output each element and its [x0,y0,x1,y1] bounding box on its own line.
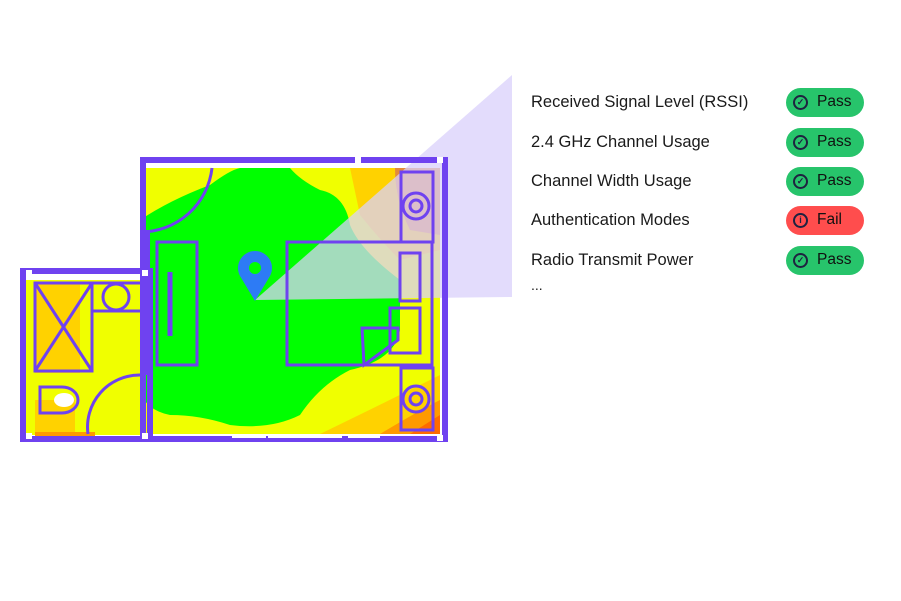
check-label: Authentication Modes [531,210,690,229]
check-label: Radio Transmit Power [531,250,694,269]
info-circle-icon: i [793,212,808,228]
check-circle-icon: ✓ [793,252,808,268]
check-label: 2.4 GHz Channel Usage [531,132,710,151]
check-row: 2.4 GHz Channel Usage ✓Pass [531,127,871,157]
access-point-pin-icon [238,251,272,301]
check-row: Channel Width Usage ✓Pass [531,166,871,196]
more-ellipsis: ... [531,277,543,293]
check-circle-icon: ✓ [793,94,808,110]
check-label: Channel Width Usage [531,171,692,190]
test-results-card: Received Signal Level (RSSI) ✓Pass 2.4 G… [512,75,901,297]
check-circle-icon: ✓ [793,173,808,189]
check-circle-icon: ✓ [793,134,808,150]
status-badge-pass: ✓Pass [786,127,864,157]
status-badge-pass: ✓Pass [786,87,864,117]
check-row: Radio Transmit Power ✓Pass [531,245,871,275]
check-row: Received Signal Level (RSSI) ✓Pass [531,87,871,117]
check-label: Received Signal Level (RSSI) [531,92,749,111]
status-badge-pass: ✓Pass [786,166,864,196]
status-badge-pass: ✓Pass [786,245,864,275]
